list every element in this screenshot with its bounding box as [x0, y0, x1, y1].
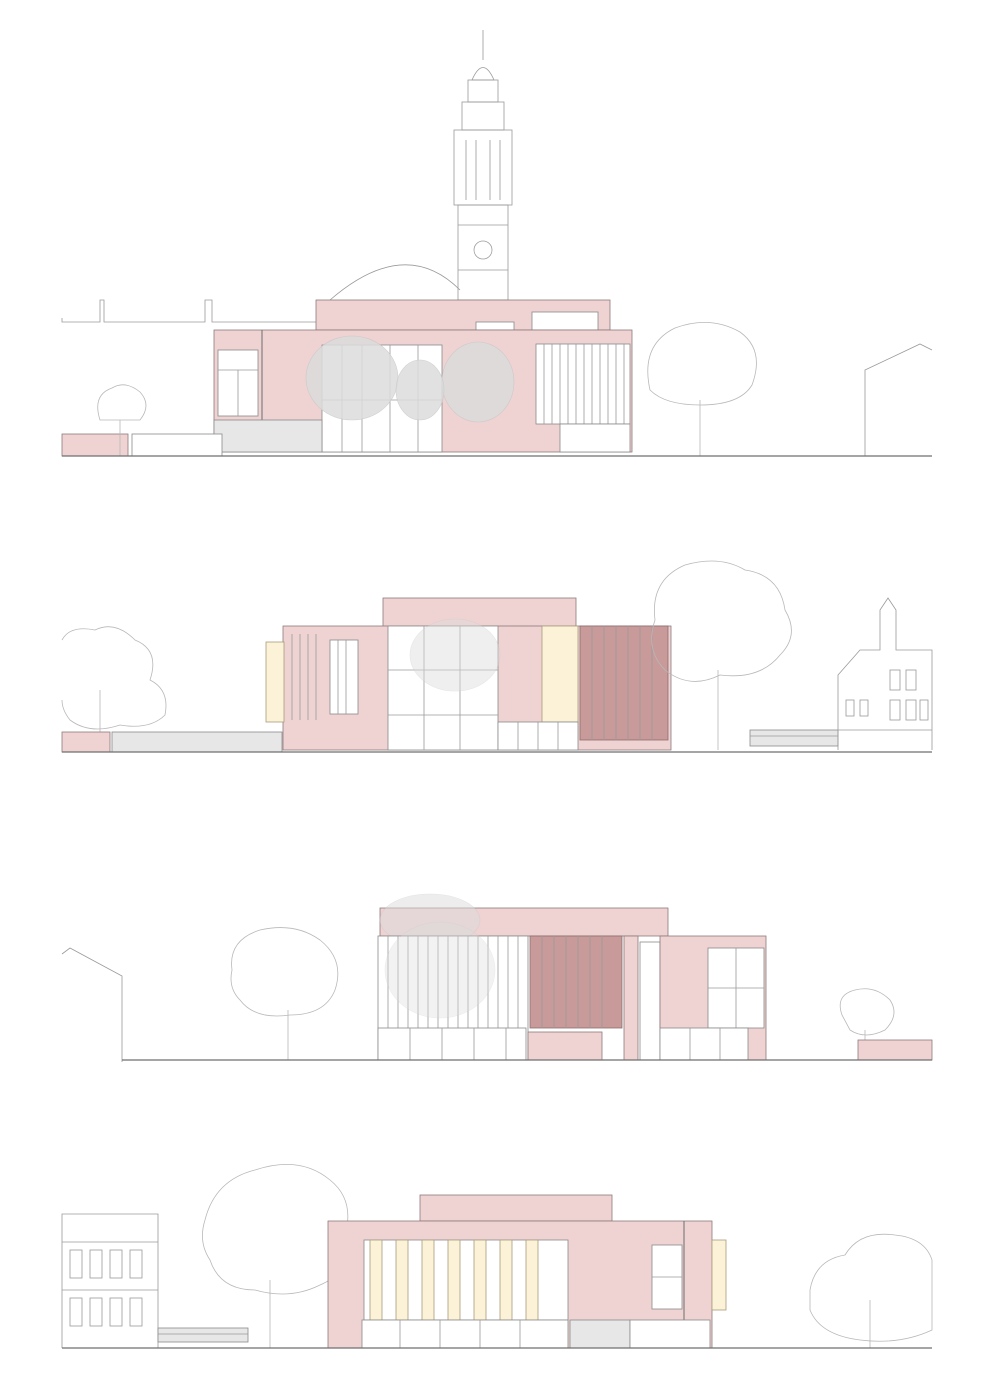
clock-tower: [453, 30, 513, 301]
dark-brick-fins: [529, 935, 623, 1029]
curtain-wall: [387, 625, 499, 751]
upper-volume: [382, 597, 577, 629]
elevation-3: [0, 850, 990, 1090]
elevation-2: [0, 540, 990, 780]
upper-volume: [419, 1194, 613, 1222]
dark-brick-fins: [579, 625, 669, 741]
elevation-1: [0, 0, 990, 480]
vertical-fins: [387, 936, 519, 1028]
vertical-fins: [543, 344, 625, 424]
cream-panel: [541, 625, 579, 723]
neighbouring-villa: [837, 597, 933, 750]
vertical-fins: [291, 634, 317, 720]
neighbouring-villa: [61, 1213, 159, 1348]
elevation-4: [0, 1150, 990, 1390]
